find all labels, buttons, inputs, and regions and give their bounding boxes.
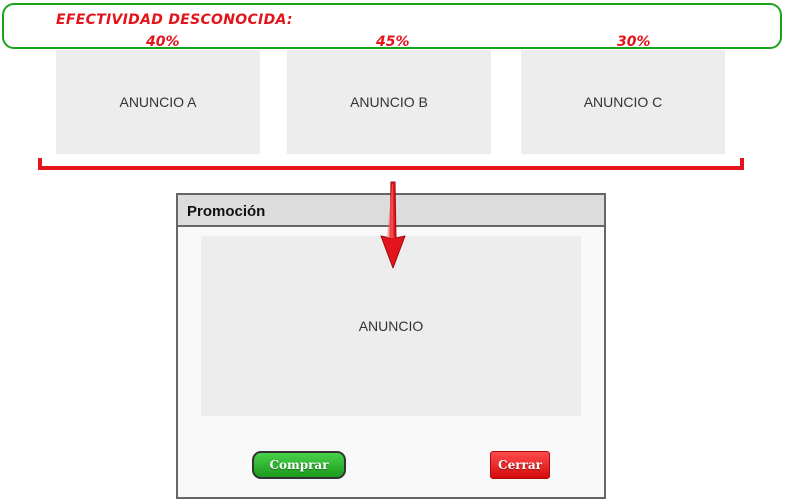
buy-button-label: Comprar [269,458,329,472]
close-button[interactable]: Cerrar [490,451,550,479]
ad-b-percentage: 45% [376,34,410,50]
ad-c-percentage: 30% [617,34,651,50]
ad-a-percentage: 40% [146,34,180,50]
dialog-ad-label: ANUNCIO [358,318,424,334]
ads-group-bracket [38,158,744,170]
ad-card-c: ANUNCIO C [521,50,725,154]
effectiveness-annotation-box [2,3,782,49]
ad-card-b-label: ANUNCIO B [350,94,428,110]
ad-card-a-label: ANUNCIO A [119,94,197,110]
ad-card-c-label: ANUNCIO C [583,94,663,110]
close-button-label: Cerrar [498,458,542,472]
dialog-ad-slot: ANUNCIO [201,236,581,416]
buy-button[interactable]: Comprar [252,451,346,479]
effectiveness-title: EFECTIVIDAD DESCONOCIDA: [56,12,293,28]
promotion-dialog: Promoción ANUNCIO Comprar Cerrar [176,193,606,499]
ad-card-a: ANUNCIO A [56,50,260,154]
down-arrow-icon [380,181,406,269]
ad-card-b: ANUNCIO B [287,50,491,154]
dialog-title: Promoción [187,203,266,220]
